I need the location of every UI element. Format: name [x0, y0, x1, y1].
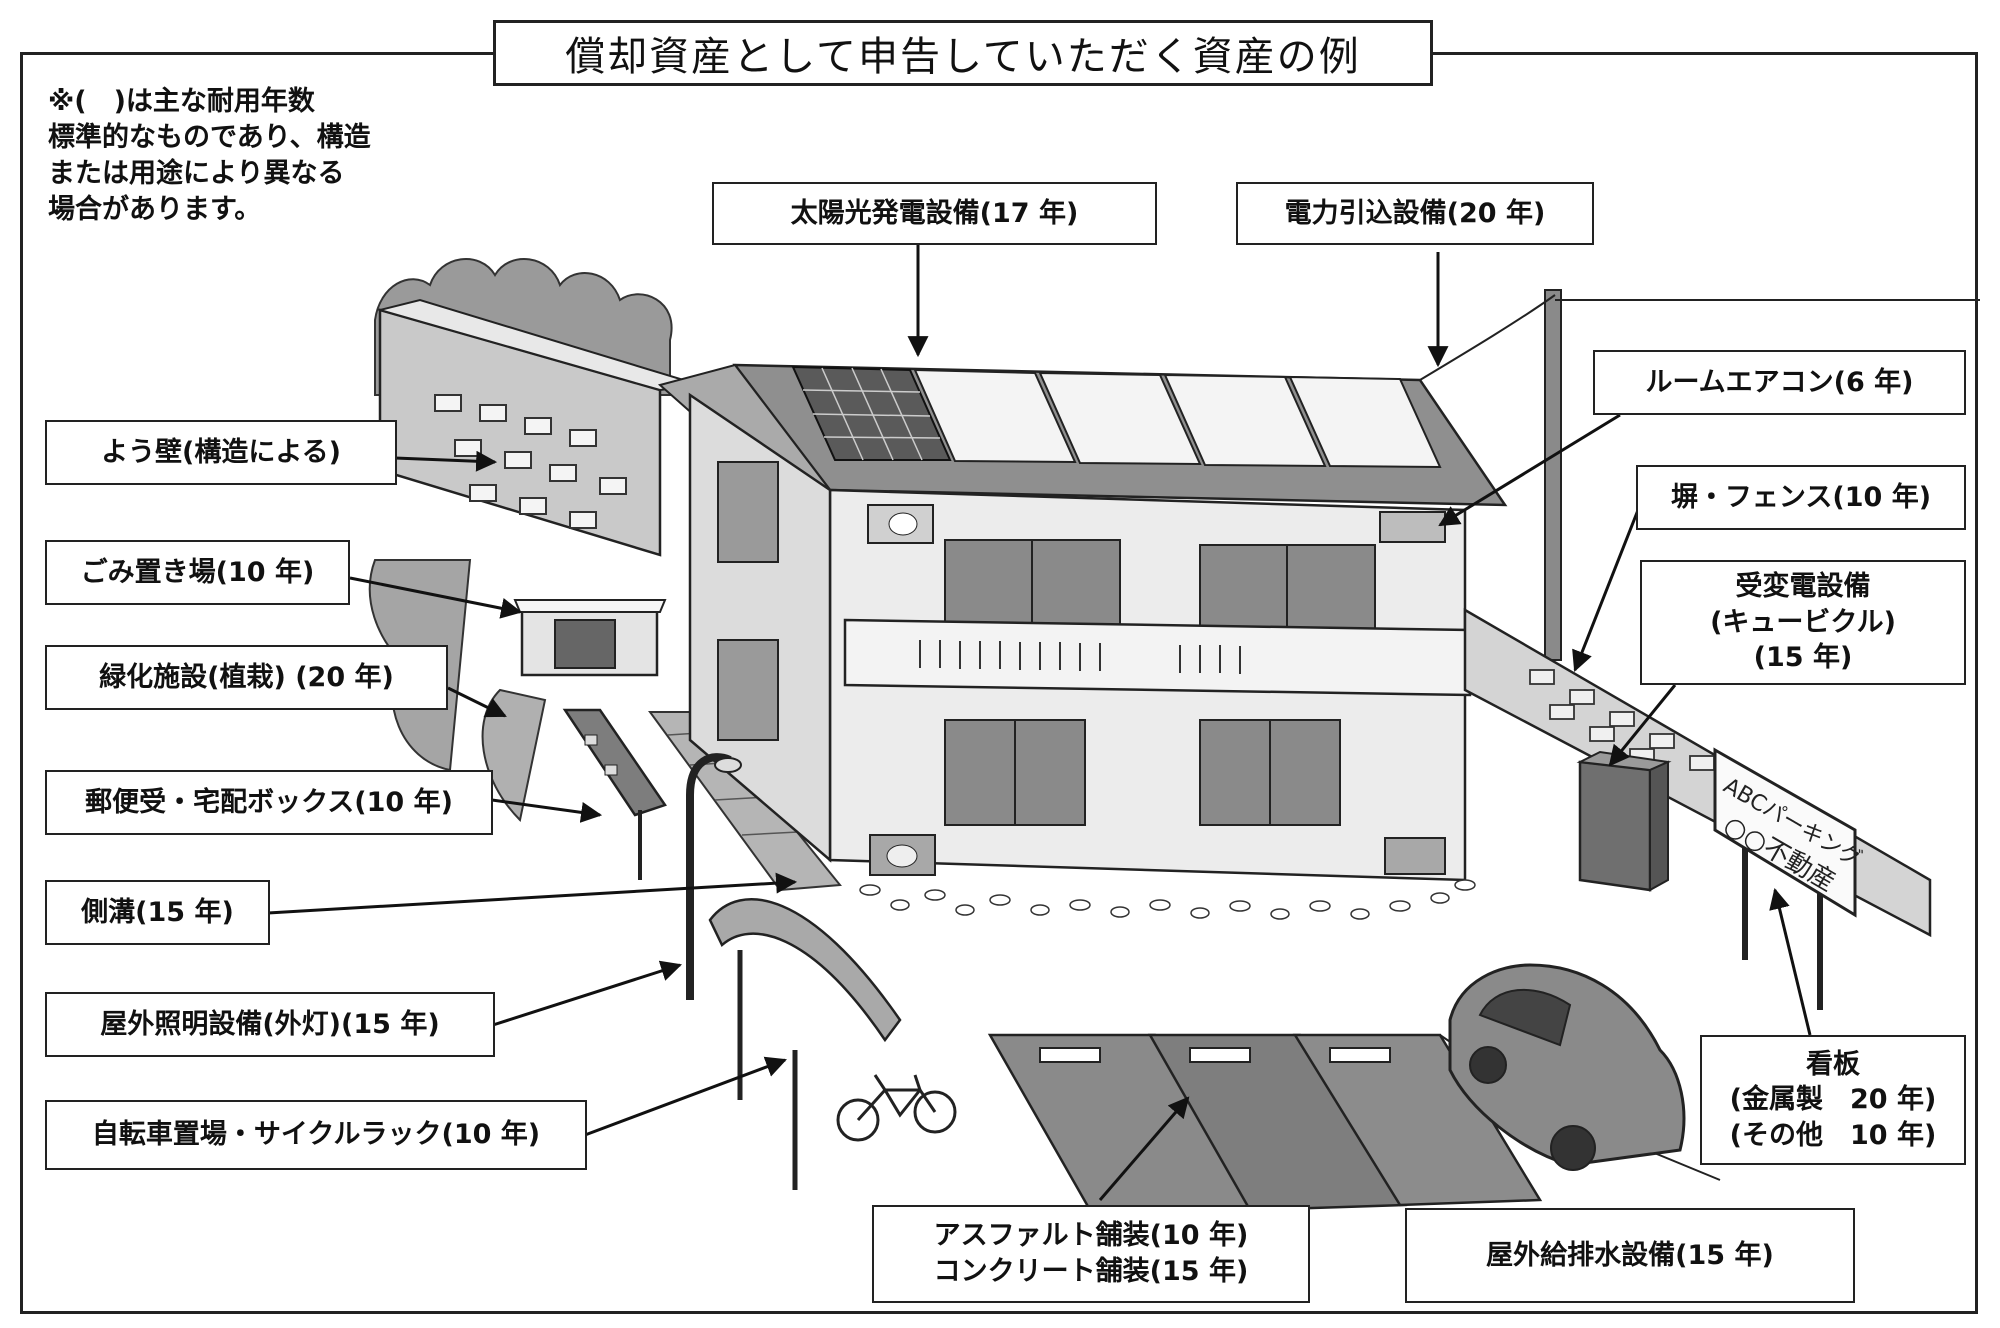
garbage-shed [513, 599, 667, 677]
durability-note: ※( )は主な耐用年数 標準的なものであり、構造 または用途により異なる 場合が… [48, 86, 371, 225]
label-wall: よう壁(構造による) [45, 420, 397, 485]
label-gutter: 側溝(15 年) [45, 880, 270, 945]
label-lighting: 屋外照明設備(外灯)(15 年) [45, 992, 495, 1057]
gravel [859, 879, 1476, 920]
parking-lots [987, 1033, 1721, 1212]
label-bicycle: 自転車置場・サイクルラック(10 年) [45, 1100, 587, 1170]
label-drainage: 屋外給排水設備(15 年) [1405, 1208, 1855, 1303]
mailbox-unit [562, 708, 667, 880]
label-fence: 塀・フェンス(10 年) [1636, 465, 1966, 530]
label-power: 電力引込設備(20 年) [1236, 182, 1594, 245]
cubicle-unit [1576, 750, 1672, 892]
bicycle-shelter [708, 898, 902, 1190]
label-cubicle: 受変電設備 (キュービクル) (15 年) [1640, 560, 1966, 685]
label-mailbox: 郵便受・宅配ボックス(10 年) [45, 770, 493, 835]
label-paving: アスファルト舗装(10 年) コンクリート舗装(15 年) [872, 1205, 1310, 1303]
page-title: 償却資産として申告していただく資産の例 [493, 20, 1433, 86]
label-signboard: 看板 (金属製 20 年) (その他 10 年) [1700, 1035, 1966, 1165]
bicycle [836, 1074, 957, 1142]
callout-arrows [267, 245, 1812, 1201]
label-greenery: 緑化施設(植栽) (20 年) [45, 645, 448, 710]
label-solar: 太陽光発電設備(17 年) [712, 182, 1157, 245]
apartment-building [657, 363, 1508, 882]
street-light [686, 753, 742, 1000]
label-garbage: ごみ置き場(10 年) [45, 540, 350, 605]
utility-pole [1419, 289, 1980, 661]
label-aircon: ルームエアコン(6 年) [1593, 350, 1966, 415]
signboard: ABCパーキング ○○不動産 [1713, 747, 1865, 1010]
car [1448, 963, 1686, 1171]
